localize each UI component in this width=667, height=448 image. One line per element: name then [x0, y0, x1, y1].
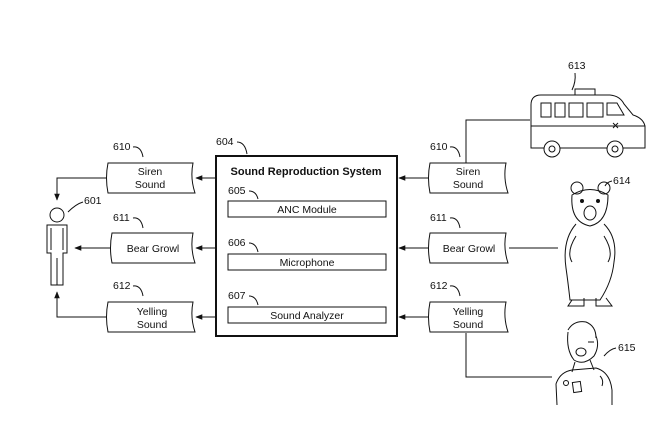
- input-siren-ref: 610: [430, 141, 448, 153]
- output-sound-siren: Siren Sound 610: [106, 141, 196, 194]
- input-bear-line1: Bear Growl: [443, 243, 496, 255]
- bear-icon: [564, 181, 616, 307]
- arrow-yelling-to-person: [54, 291, 107, 318]
- leader-613: [571, 72, 576, 91]
- module-microphone: Microphone 606: [227, 237, 387, 271]
- sound-reproduction-system: Sound Reproduction System 604 ANC Module…: [215, 136, 398, 337]
- module-mic-label: Microphone: [280, 257, 335, 269]
- yelling-person-ref: 615: [618, 342, 636, 354]
- module-mic-ref: 606: [228, 237, 246, 249]
- output-sound-bear-growl: Bear Growl 611: [110, 212, 196, 264]
- output-sound-yelling: Yelling Sound 612: [106, 280, 196, 333]
- bear-ref: 614: [613, 175, 631, 187]
- output-yelling-line1: Yelling: [137, 306, 168, 318]
- input-sound-siren: Siren Sound 610: [428, 141, 509, 194]
- output-siren-ref: 610: [113, 141, 131, 153]
- listener-ref: 601: [84, 195, 102, 207]
- output-bear-line1: Bear Growl: [127, 243, 180, 255]
- input-bear-ref: 611: [430, 212, 447, 224]
- module-analyzer-ref: 607: [228, 290, 246, 302]
- input-sound-bear-growl: Bear Growl 611: [428, 212, 509, 264]
- output-bear-ref: 611: [113, 212, 130, 224]
- input-yelling-ref: 612: [430, 280, 448, 292]
- system-ref: 604: [216, 136, 234, 148]
- output-siren-line1: Siren: [138, 166, 163, 178]
- leader-615: [603, 347, 617, 357]
- ambulance-icon: [530, 88, 646, 158]
- input-yelling-line2: Sound: [453, 319, 484, 331]
- module-sound-analyzer: Sound Analyzer 607: [227, 290, 387, 324]
- arrow-siren-to-person: [54, 177, 107, 201]
- input-siren-line1: Siren: [456, 166, 481, 178]
- module-anc-label: ANC Module: [277, 204, 337, 216]
- ambulance-ref: 613: [568, 60, 586, 72]
- output-siren-line2: Sound: [135, 179, 166, 191]
- line-ambulance-to-siren: [465, 119, 530, 163]
- leader-601: [67, 201, 84, 213]
- system-title: Sound Reproduction System: [231, 166, 382, 178]
- input-yelling-line1: Yelling: [453, 306, 484, 318]
- leader-614: [604, 180, 613, 187]
- person-icon: [46, 207, 68, 286]
- module-anc-ref: 605: [228, 185, 246, 197]
- input-siren-line2: Sound: [453, 179, 484, 191]
- module-anc: ANC Module 605: [227, 185, 387, 218]
- output-yelling-line2: Sound: [137, 319, 168, 331]
- line-person-to-yelling: [465, 333, 552, 378]
- input-sound-yelling: Yelling Sound 612: [428, 280, 509, 333]
- output-yelling-ref: 612: [113, 280, 131, 292]
- module-analyzer-label: Sound Analyzer: [270, 310, 344, 322]
- yelling-person-icon: [555, 321, 613, 406]
